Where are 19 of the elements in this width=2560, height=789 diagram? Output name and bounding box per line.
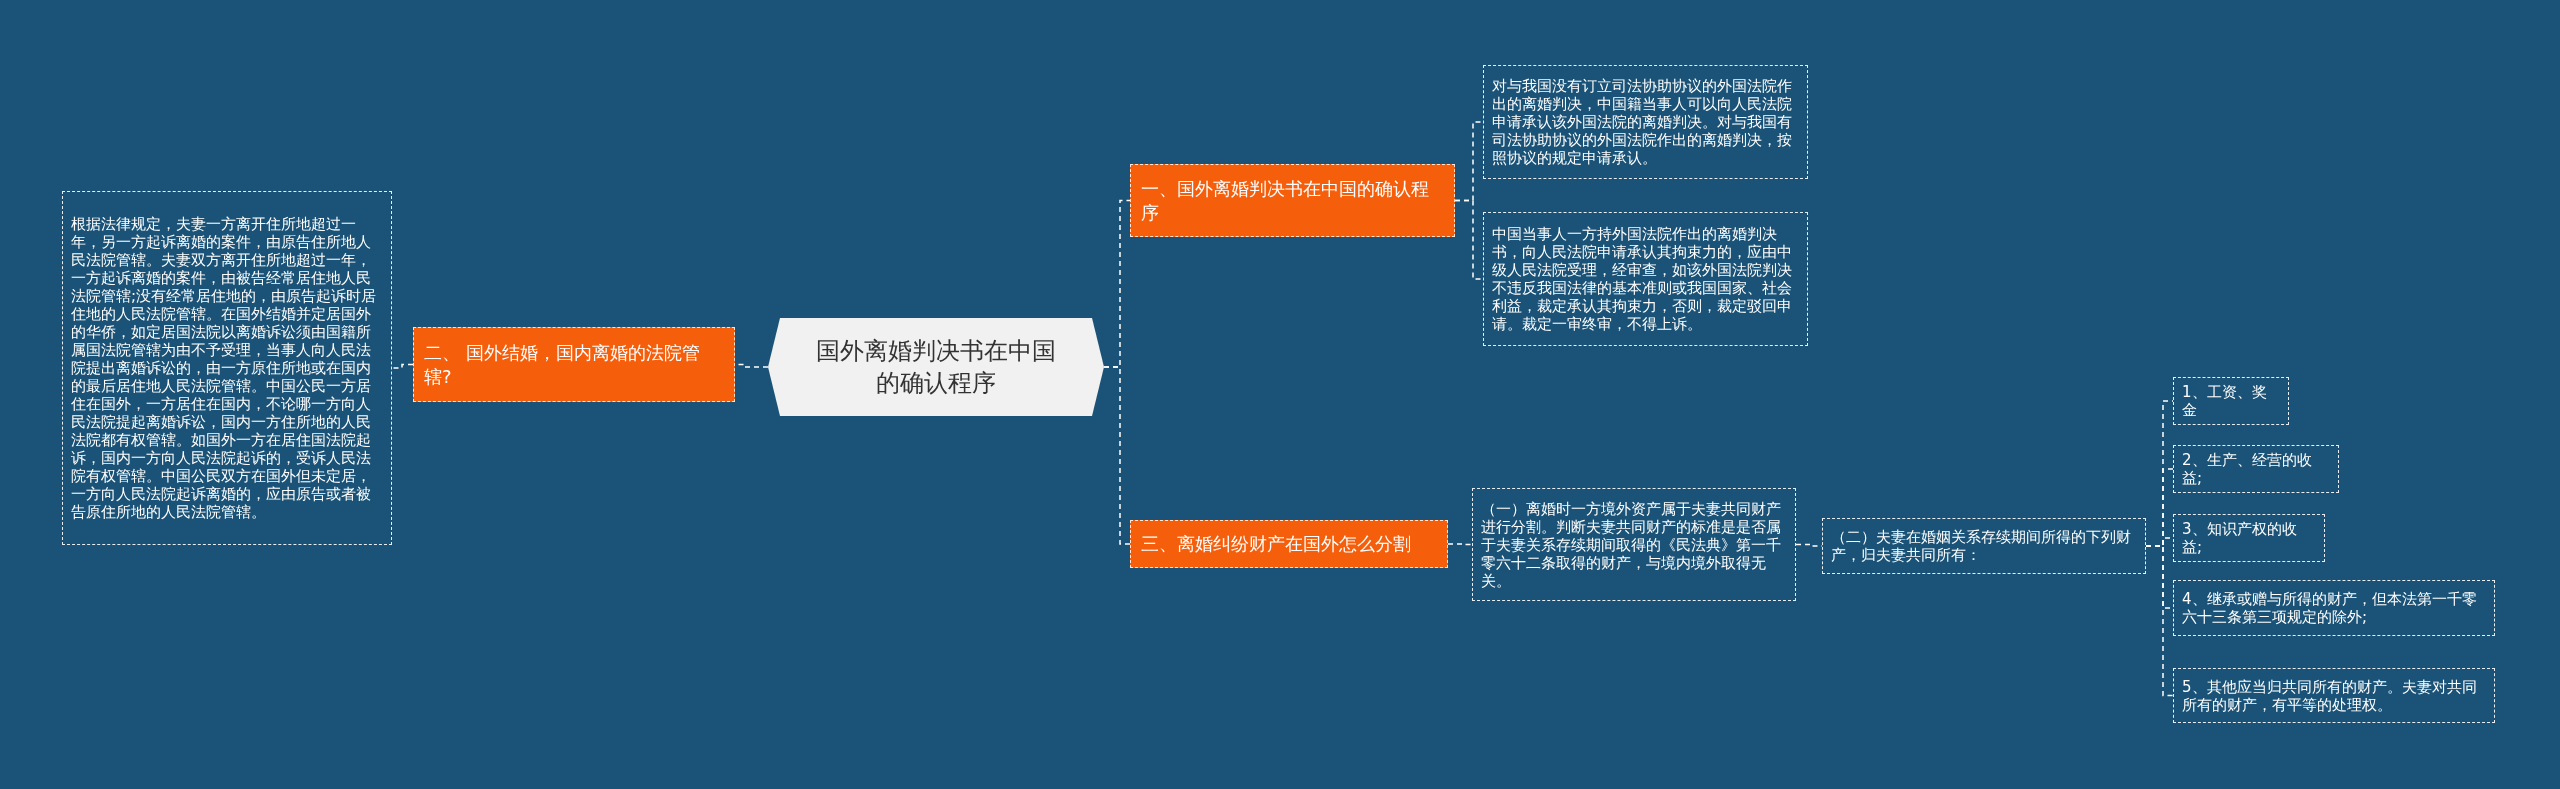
text-note: 2、生产、经营的收益; (2173, 445, 2339, 493)
connector-line (391, 363, 414, 369)
text-note: 对与我国没有订立司法协助协议的外国法院作出的离婚判决，中国籍当事人可以向人民法院申请承认该外国法院的离婚判决。对与我国有司法协助协议的外国法院作出的离婚判决，按照协议的规定申请承认。 (1483, 65, 1808, 179)
text-note: 3、知识产权的收益; (2173, 514, 2325, 562)
hexagon-topic: 国外离婚判决书在中国的确认程序 (768, 318, 1104, 416)
text-note: （二）夫妻在婚姻关系存续期间所得的下列财产，归夫妻共同所有： (1822, 518, 2146, 574)
text-note: （一）离婚时一方境外资产属于夫妻共同财产进行分割。判断夫妻共同财产的标准是是否属于夫妻关系存续期间取得的《民法典》第一千零六十二条取得的财产，与境内境外取得无关。 (1472, 488, 1796, 601)
text-note: 根据法律规定，夫妻一方离开住所地超过一年，另一方起诉离婚的案件，由原告住所地人民法院管辖。夫妻双方离开住所地超过一年，一方起诉离婚的案件，由被告经常居住地人民法院管辖;没有经常居住地的，由原告起诉时居住地的人民法院管辖。在国外结婚并定居国外的华侨，如定居国法院以离婚诉讼须由国籍所属国法院管辖为由不予受理，当事人向人民法院提出离婚诉讼的，由一方原住所地或在国内的最后居住地人民法院管辖。中国公民一方居住在国外，一方居住在国内，不论哪一方向人民法院提起离婚诉讼，国内一方住所地的人民法院都有权管辖。如国外一方在居住国法院起诉，国内一方向人民法院起诉的，受诉人民法院有权管辖。中国公民双方在国外但未定居，一方向人民法院起诉离婚的，应由原告或者被告原住所地的人民法院管辖。 (62, 191, 392, 545)
connector-line (2145, 545, 2174, 697)
text-note: 4、继承或赠与所得的财产，但本法第一千零六十三条第三项规定的除外; (2173, 580, 2495, 636)
branch-topic: 三、离婚纠纷财产在国外怎么分割 (1130, 520, 1448, 568)
connector-line (1447, 543, 1473, 546)
connector-line (1103, 366, 1131, 545)
connector-line (1454, 199, 1484, 280)
text-note: 5、其他应当归共同所有的财产。夫妻对共同所有的财产，有平等的处理权。 (2173, 668, 2495, 723)
branch-topic: 二、 国外结婚，国内离婚的法院管辖? (413, 327, 735, 402)
text-note: 中国当事人一方持外国法院作出的离婚判决书，向人民法院申请承认其拘束力的，应由中级人民法院受理，经审查，如该外国法院判决不违反我国法律的基本准则或我国国家、社会利益，裁定承认其拘束力，否则，裁定驳回申请。裁定一审终审，不得上诉。 (1483, 212, 1808, 346)
branch-topic: 一、国外离婚判决书在中国的确认程序 (1130, 164, 1455, 237)
text-note: 1、工资、奖金 (2173, 377, 2289, 425)
